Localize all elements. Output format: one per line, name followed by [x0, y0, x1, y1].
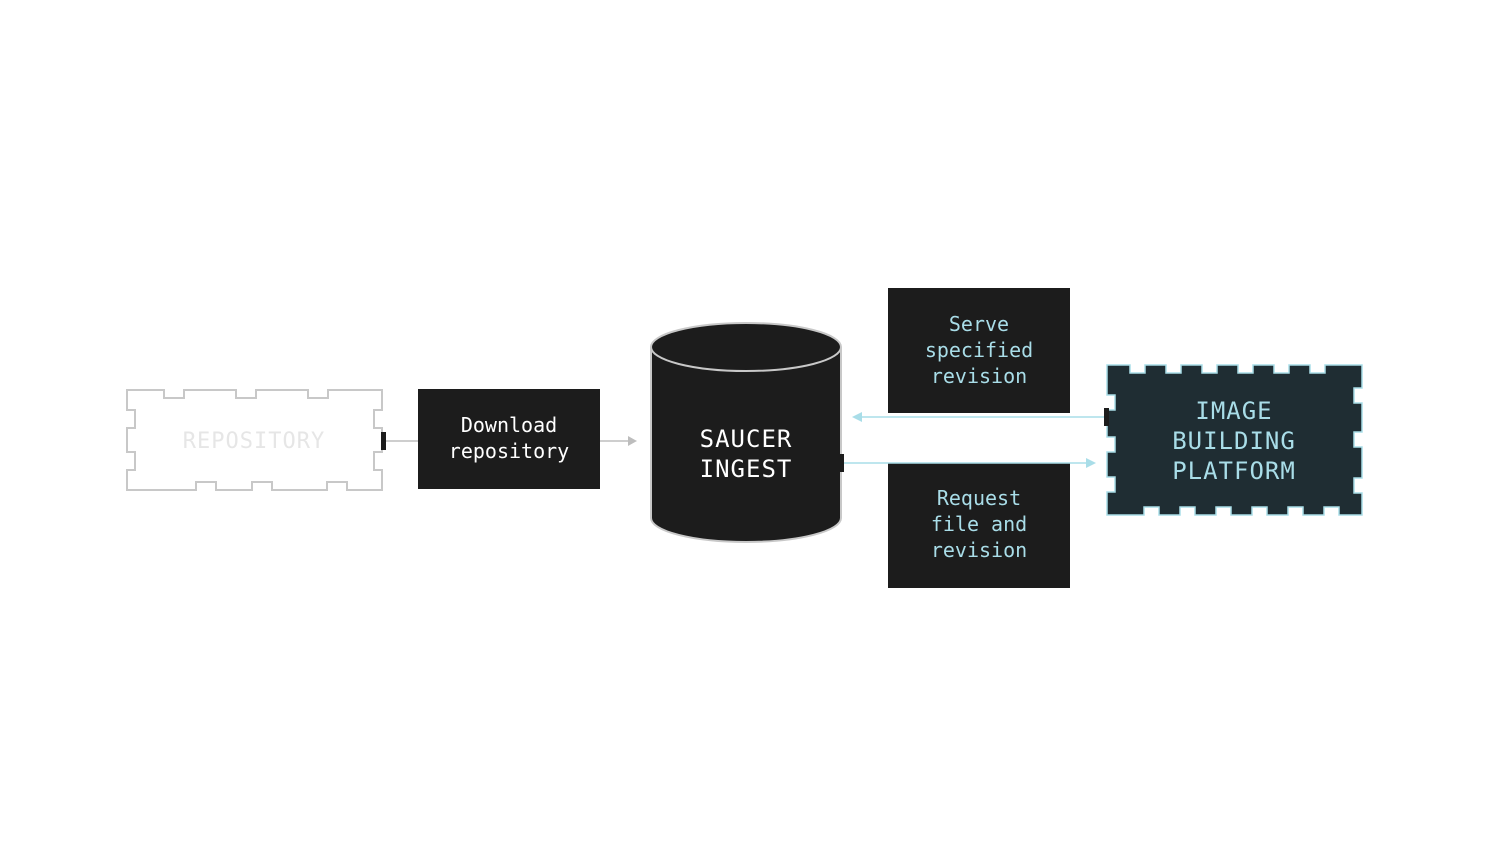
saucer-ingest-top: [650, 322, 842, 372]
saucer-ingest-body: [650, 347, 842, 543]
request-file-box: [888, 463, 1070, 588]
saucer-ingest-line-1: SAUCER: [700, 425, 793, 453]
saucer-ingest-node: SAUCER INGEST: [650, 322, 844, 543]
request-file-line-1: Request: [937, 486, 1021, 510]
platform-line-3: PLATFORM: [1172, 457, 1296, 485]
repository-port: [381, 432, 386, 450]
serve-revision-line-3: revision: [931, 364, 1027, 388]
platform-port: [1104, 408, 1109, 426]
saucer-ingest-line-2: INGEST: [700, 455, 793, 483]
arrowhead-to-saucer: [628, 436, 637, 446]
download-repository-line-2: repository: [449, 439, 569, 463]
serve-revision-line-2: specified: [925, 338, 1033, 362]
repository-outline: [126, 389, 383, 491]
download-repository-box: [418, 389, 600, 489]
arrowhead-to-platform: [1086, 458, 1096, 468]
repository-node: REPOSITORY: [126, 389, 386, 491]
serve-revision-box: [888, 288, 1070, 413]
download-repository-line-1: Download: [461, 413, 557, 437]
request-file-line-2: file and: [931, 512, 1027, 536]
repository-label: REPOSITORY: [183, 429, 325, 454]
platform-line-2: BUILDING: [1172, 427, 1296, 455]
platform-line-1: IMAGE: [1195, 397, 1272, 425]
platform-outline: [1106, 364, 1363, 516]
image-building-platform-node: IMAGE BUILDING PLATFORM: [1104, 364, 1363, 516]
serve-revision-line-1: Serve: [949, 312, 1009, 336]
arrowhead-to-saucer-from-platform: [852, 412, 862, 422]
serve-revision-node: Serve specified revision: [888, 288, 1070, 413]
request-file-node: Request file and revision: [888, 463, 1070, 588]
download-repository-node: Download repository: [418, 389, 600, 489]
saucer-ingest-port: [839, 454, 844, 472]
request-file-line-3: revision: [931, 538, 1027, 562]
